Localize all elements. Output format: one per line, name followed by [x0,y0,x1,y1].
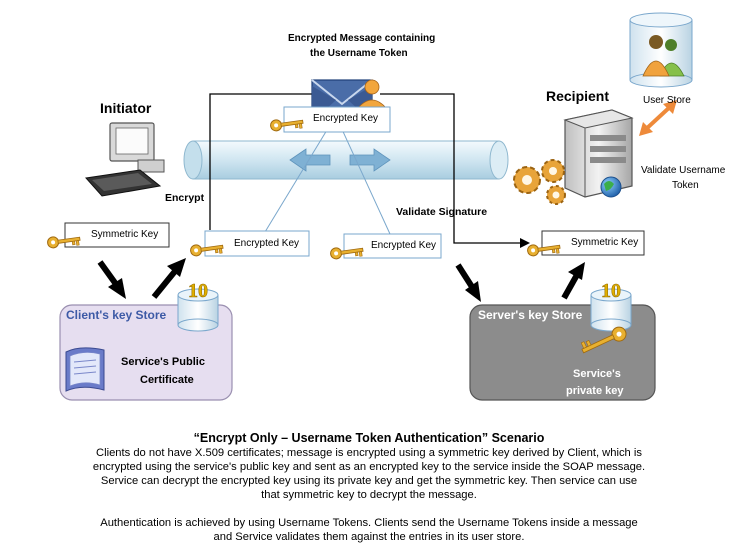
description-line: that symmetric key to decrypt the messag… [261,489,477,501]
users-icon [642,35,685,77]
initiator-label: Initiator [100,100,152,116]
scenario-title: “Encrypt Only – Username Token Authentic… [193,431,545,445]
username-token-user-icon [357,79,387,109]
authentication-line: Authentication is achieved by using User… [100,517,638,529]
encrypted-key-right-text: Encrypted Key [371,240,437,251]
certificate-icon [65,347,105,392]
encrypted-key-top-text: Encrypted Key [313,113,379,124]
encrypted-key-left-box [189,230,310,258]
link-line-right [339,124,391,235]
private-key-icon [580,326,627,354]
server-key-store-database-icon [590,279,632,332]
server-icon [563,109,634,198]
encrypted-key-top-box [269,106,391,133]
validate-username-label-line1: Validate Username [641,165,726,176]
flow-arrows [97,258,585,302]
user-store-label: User Store [643,95,691,106]
recipient-label: Recipient [546,88,610,104]
encrypt-label: Encrypt [165,192,205,204]
validate-username-arrow [639,100,677,136]
bidirectional-arrow [289,148,391,172]
encrypted-message-label-line2: the Username Token [310,48,408,59]
symmetric-key-left-box [46,222,170,250]
message-path-arrowhead [520,238,530,248]
symmetric-key-right-text: Symmetric Key [571,237,639,248]
description-line: Clients do not have X.509 certificates; … [96,447,642,459]
service-public-certificate-line2: Certificate [140,374,194,386]
client-key-store-label: Client's key Store [66,308,167,322]
encrypted-key-right-box [329,233,442,261]
encrypted-message-label-line1: Encrypted Message containing [288,33,436,44]
service-private-key-line2: private key [566,385,624,397]
service-private-key-line1: Service's [573,368,621,380]
globe-icon [600,176,622,198]
authentication-line: and Service validates them against the e… [213,531,525,543]
server-key-store-label: Server's key Store [478,308,583,322]
symmetric-key-right-box [526,230,645,258]
message-path-line [209,93,312,230]
communication-pipe [183,140,509,180]
service-public-certificate-line1: Service's Public [121,356,205,368]
description-line: Service can decrypt the encrypted key us… [100,475,638,487]
link-line-left [264,124,331,233]
validate-signature-label: Validate Signature [396,206,488,218]
symmetric-key-left-text: Symmetric Key [91,229,159,240]
gears-icon [513,159,566,205]
message-path-line-right [380,93,524,244]
client-key-store-database-icon [177,279,219,332]
description-line: encrypted using the service's public key… [92,461,646,473]
computer-icon [85,122,165,197]
encrypted-key-left-text: Encrypted Key [234,238,300,249]
validate-username-label-line2: Token [672,180,699,191]
